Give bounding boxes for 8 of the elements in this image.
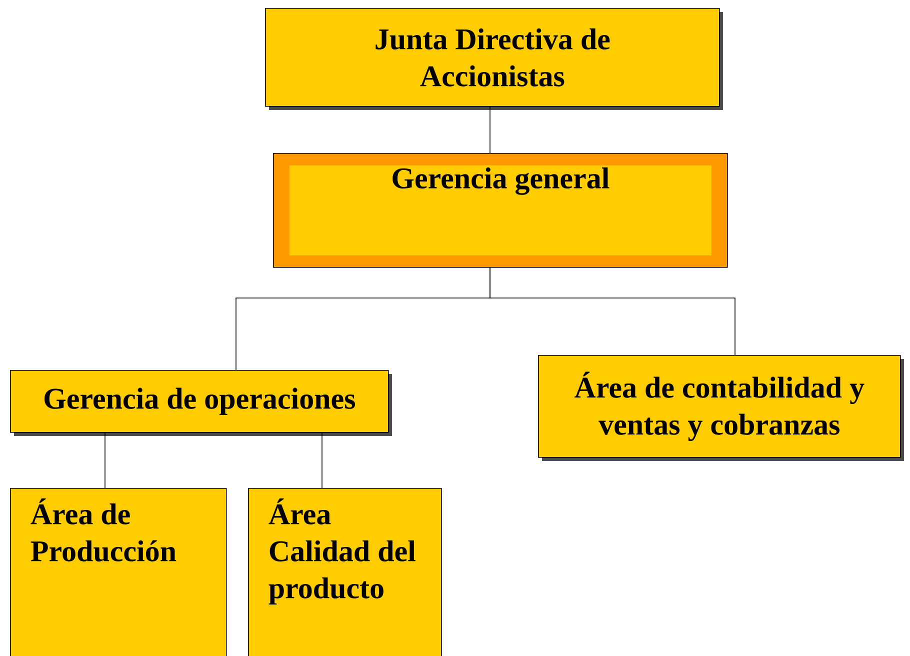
org-box: Área Calidad del producto (248, 488, 442, 656)
connector-line (104, 432, 106, 488)
org-box: Área de contabilidad y ventas y cobranzas (538, 355, 904, 461)
org-box: Área de Producción (10, 488, 227, 656)
connector-line (490, 267, 736, 356)
org-box: Gerencia de operaciones (10, 370, 392, 436)
org-box: Junta Directiva de Accionistas (265, 8, 723, 110)
org-box: Gerencia general (273, 153, 728, 268)
